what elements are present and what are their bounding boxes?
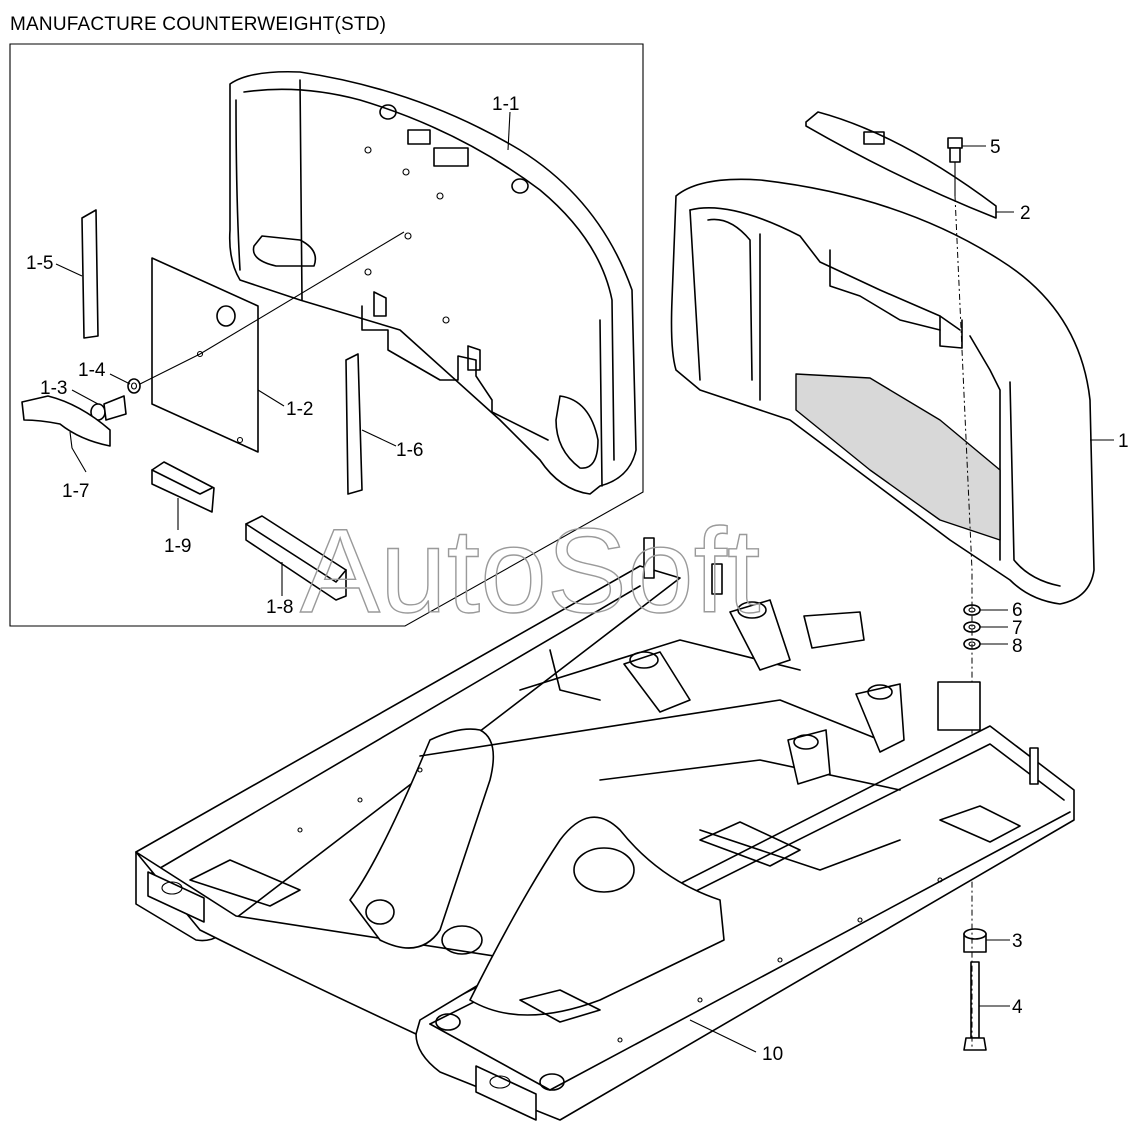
part-1-7-block [21, 395, 111, 447]
part-1-6-bar [345, 353, 363, 495]
callout-1-5: 1-5 [26, 253, 53, 274]
page-title: MANUFACTURE COUNTERWEIGHT(STD) [10, 14, 387, 35]
callout-8: 8 [1012, 636, 1023, 657]
callout-3: 3 [1012, 931, 1023, 952]
part-1-9-block [151, 461, 215, 513]
callout-2: 2 [1020, 203, 1031, 224]
callout-1-1: 1-1 [492, 94, 519, 115]
part-1-8-block [245, 515, 347, 601]
part-4-bolt [963, 961, 987, 1051]
callout-7: 7 [1012, 618, 1023, 639]
part-5-bolt [947, 137, 963, 196]
part-1-2-plate [151, 231, 405, 453]
watermark-text: AutoSoft [300, 504, 760, 638]
leader-lines [55, 111, 1114, 1053]
part-1-counterweight [670, 178, 1095, 605]
callout-4: 4 [1012, 997, 1023, 1018]
callout-1-4: 1-4 [78, 360, 106, 381]
bolt-axis-line [954, 195, 973, 1050]
callout-1-2: 1-2 [286, 399, 313, 420]
part-3-spacer [963, 928, 987, 953]
part-10-upper-frame [135, 537, 1075, 1121]
part-1-3-bolt [90, 395, 127, 421]
subassembly-frame [9, 43, 644, 627]
callout-6: 6 [1012, 600, 1023, 621]
callout-1-7: 1-7 [62, 481, 89, 502]
callout-10: 10 [762, 1044, 783, 1065]
callout-1-8: 1-8 [266, 597, 293, 618]
callout-5: 5 [990, 137, 1001, 158]
part-1-1-counterweight-shell [228, 70, 637, 495]
callout-1-3: 1-3 [40, 378, 67, 399]
part-1-4-washer [127, 353, 201, 394]
callout-1-9: 1-9 [164, 536, 191, 557]
callout-1-6: 1-6 [396, 440, 423, 461]
part-1-5-bar [81, 209, 99, 339]
callout-1: 1 [1118, 431, 1129, 452]
